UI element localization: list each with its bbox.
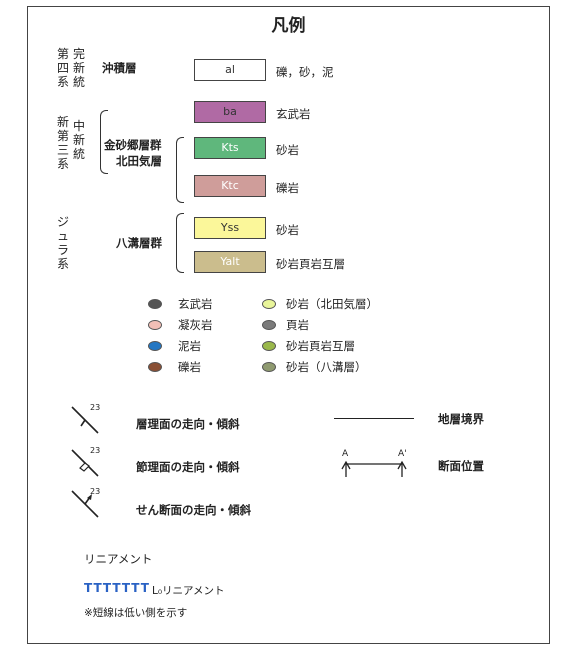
era-neogene: 新第三系 xyxy=(56,115,69,171)
unit-box-yalt: Yalt xyxy=(194,251,266,273)
unit-code-kts: Kts xyxy=(221,141,239,154)
boundary-label: 地層境界 xyxy=(438,412,484,426)
era-quaternary: 第四系 xyxy=(56,47,69,89)
era-holocene: 完新統 xyxy=(72,47,85,89)
brace-kitatage xyxy=(176,137,184,203)
sample-dot-2 xyxy=(148,320,162,330)
sample-label-4: 泥岩 xyxy=(178,339,201,353)
lineament-heading: リニアメント xyxy=(84,552,153,566)
sample-dot-7 xyxy=(262,362,276,372)
lineament-item-label: L₀リニアメント xyxy=(152,585,225,597)
unit-code-ktc: Ktc xyxy=(221,179,239,192)
unit-desc-ba: 玄武岩 xyxy=(276,107,311,121)
section-line-icon: A A' xyxy=(341,449,407,477)
formation-kanasago: 金砂郷層群 xyxy=(104,138,162,152)
unit-box-ba: ba xyxy=(194,101,266,123)
sample-dot-1 xyxy=(262,299,276,309)
unit-box-al: al xyxy=(194,59,266,81)
unit-code-yalt: Yalt xyxy=(220,255,240,268)
section-label: 断面位置 xyxy=(438,459,484,473)
unit-desc-al: 礫，砂，泥 xyxy=(276,65,334,79)
legend-frame: 凡例 第四系 完新統 新第三系 中新統 ジュラ系 沖積層 金砂郷層群 北田気層 … xyxy=(27,6,550,644)
unit-box-ktc: Ktc xyxy=(194,175,266,197)
formation-alluvium: 沖積層 xyxy=(102,61,137,75)
unit-desc-ktc: 礫岩 xyxy=(276,181,299,195)
lineament-symbol: TTTTTTT xyxy=(84,581,150,595)
spacer xyxy=(68,419,69,420)
formation-yamizo: 八溝層群 xyxy=(116,236,162,250)
sample-label-3: 頁岩 xyxy=(286,318,309,332)
sample-dot-4 xyxy=(148,341,162,351)
unit-code-ba: ba xyxy=(223,105,237,118)
section-start-label: A xyxy=(342,449,349,459)
era-miocene: 中新統 xyxy=(72,119,85,161)
shear-strike-dip-icon: 23 xyxy=(71,487,100,518)
era-jurassic: ジュラ系 xyxy=(56,215,69,271)
sample-label-1: 砂岩（北田気層） xyxy=(286,297,378,311)
legend-title: 凡例 xyxy=(271,16,306,36)
bedding-label: 層理面の走向・傾斜 xyxy=(136,417,240,431)
sample-dot-3 xyxy=(262,320,276,330)
sample-label-2: 凝灰岩 xyxy=(178,318,213,332)
joint-dip-value: 23 xyxy=(90,446,100,455)
unit-code-yss: Yss xyxy=(220,221,240,234)
sample-dot-5 xyxy=(262,341,276,351)
joint-label: 節理面の走向・傾斜 xyxy=(136,460,240,474)
unit-desc-kts: 砂岩 xyxy=(276,143,299,157)
lineament-note: ※短線は低い側を示す xyxy=(84,607,188,619)
boundary-line-symbol xyxy=(334,418,414,419)
unit-code-al: al xyxy=(225,63,235,76)
unit-box-kts: Kts xyxy=(194,137,266,159)
unit-desc-yalt: 砂岩頁岩互層 xyxy=(276,257,345,271)
sample-label-7: 砂岩（八溝層） xyxy=(286,360,367,374)
section-end-label: A' xyxy=(398,449,407,459)
formation-kitatage: 北田気層 xyxy=(116,154,162,168)
bedding-dip-value: 23 xyxy=(90,403,100,412)
joint-strike-dip-icon: 23 xyxy=(71,446,100,477)
brace-yamizo xyxy=(176,213,184,273)
bedding-strike-dip-icon: 23 xyxy=(71,403,100,434)
brace-kanasago xyxy=(100,110,108,174)
sample-label-5: 砂岩頁岩互層 xyxy=(286,339,355,353)
sample-label-6: 礫岩 xyxy=(178,360,201,374)
sample-label-0: 玄武岩 xyxy=(178,297,213,311)
unit-desc-yss: 砂岩 xyxy=(276,223,299,237)
shear-dip-value: 23 xyxy=(90,487,100,496)
unit-box-yss: Yss xyxy=(194,217,266,239)
sample-dot-0 xyxy=(148,299,162,309)
sample-dot-6 xyxy=(148,362,162,372)
shear-label: せん断面の走向・傾斜 xyxy=(136,503,251,517)
